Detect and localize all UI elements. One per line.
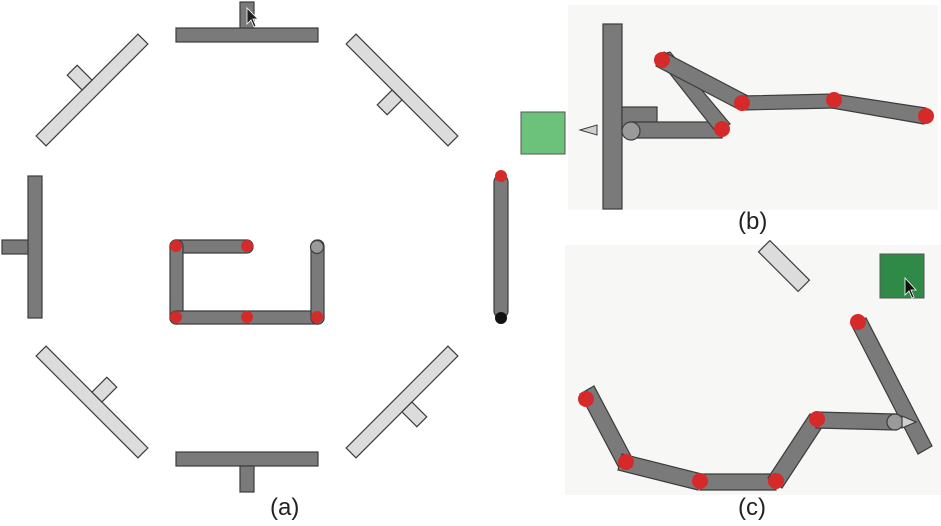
caption-b: (b) bbox=[738, 208, 768, 235]
panel-a bbox=[1, 1, 509, 493]
target-square-light bbox=[520, 111, 566, 155]
cursor-arrow-icon bbox=[904, 276, 917, 299]
caption-c: (c) bbox=[738, 494, 766, 521]
panel-b bbox=[520, 23, 934, 210]
cursor-arrow-icon bbox=[246, 7, 259, 28]
wall-top-right bbox=[345, 33, 459, 147]
wall-top-left bbox=[35, 33, 149, 147]
arm-c bbox=[579, 317, 933, 491]
center-arm-joints bbox=[170, 240, 323, 323]
wall-bottom-left bbox=[35, 345, 149, 459]
center-arm bbox=[169, 239, 325, 325]
panel-c bbox=[578, 239, 933, 491]
light-wall-fragment bbox=[757, 239, 811, 293]
gripper-cone-icon bbox=[578, 124, 598, 136]
arm-b bbox=[621, 51, 927, 141]
target-square-dark bbox=[879, 253, 925, 299]
arm-c-joints bbox=[578, 314, 866, 489]
wall-bottom-right bbox=[345, 345, 459, 459]
wall-bottom bbox=[175, 451, 319, 493]
wall-left bbox=[1, 175, 43, 319]
wall-vertical bbox=[602, 23, 623, 210]
arm-b-joints bbox=[654, 52, 934, 137]
caption-a: (a) bbox=[270, 494, 300, 521]
right-probe bbox=[493, 170, 509, 324]
